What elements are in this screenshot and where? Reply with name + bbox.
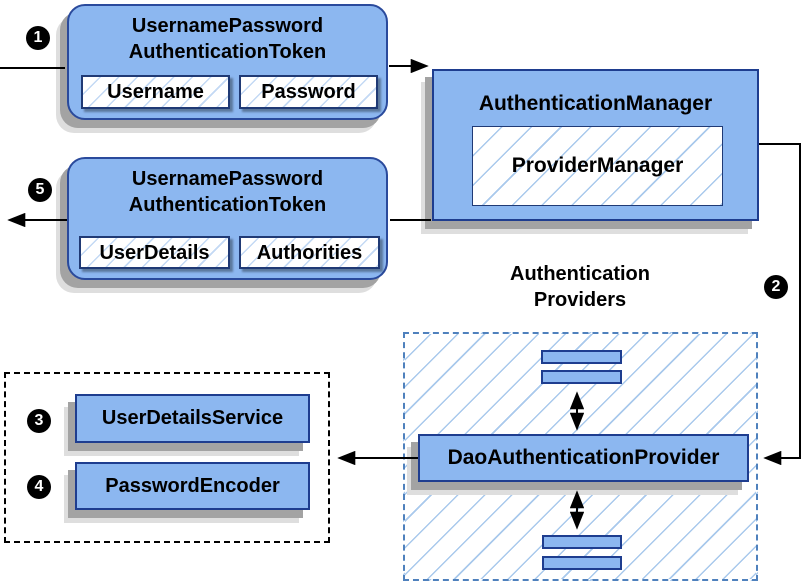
response-token-title: UsernamePassword AuthenticationToken bbox=[69, 159, 386, 218]
request-token-title-line-2: AuthenticationToken bbox=[128, 41, 327, 63]
request-token-title: UsernamePassword AuthenticationToken bbox=[69, 6, 386, 65]
step-2-badge: 2 bbox=[764, 275, 788, 299]
step-3-badge: 3 bbox=[27, 409, 51, 433]
dao-authentication-provider-label: DaoAuthenticationProvider bbox=[447, 446, 720, 469]
step-5-badge: 5 bbox=[28, 178, 52, 202]
step-1-badge: 1 bbox=[26, 26, 50, 50]
request-token-title-line-1: UsernamePassword bbox=[131, 15, 324, 37]
response-token-title-line-1: UsernamePassword bbox=[131, 168, 324, 190]
arrow-manager-to-dao-provider bbox=[759, 143, 801, 466]
authentication-providers-label-line-2: Providers bbox=[533, 289, 627, 311]
request-token-box: UsernamePassword AuthenticationToken Use… bbox=[67, 4, 388, 120]
authentication-manager-title: AuthenticationManager bbox=[478, 92, 713, 115]
username-field: Username bbox=[81, 75, 230, 109]
authentication-providers-label: Authentication Providers bbox=[460, 261, 700, 313]
user-details-service-box: UserDetailsService bbox=[75, 394, 310, 443]
step-4-badge: 4 bbox=[27, 475, 51, 499]
provider-stack-bar bbox=[542, 535, 622, 549]
provider-stack-bar bbox=[541, 350, 622, 364]
response-token-title-line-2: AuthenticationToken bbox=[128, 194, 327, 216]
authentication-providers-label-line-1: Authentication bbox=[510, 263, 650, 285]
password-encoder-box: PasswordEncoder bbox=[75, 462, 310, 510]
provider-stack-bar bbox=[541, 370, 622, 384]
provider-manager-box: ProviderManager bbox=[472, 126, 723, 206]
authorities-field: Authorities bbox=[239, 236, 380, 269]
user-details-field: UserDetails bbox=[79, 236, 230, 269]
provider-stack-bar bbox=[542, 556, 622, 570]
password-field: Password bbox=[239, 75, 378, 109]
collaborators-container: UserDetailsService PasswordEncoder bbox=[4, 372, 330, 543]
response-token-box: UsernamePassword AuthenticationToken Use… bbox=[67, 157, 388, 280]
password-encoder-label: PasswordEncoder bbox=[105, 474, 280, 497]
user-details-service-label: UserDetailsService bbox=[101, 407, 284, 429]
authentication-manager-box: AuthenticationManager ProviderManager bbox=[432, 69, 759, 221]
dao-authentication-provider-box: DaoAuthenticationProvider bbox=[418, 434, 749, 482]
